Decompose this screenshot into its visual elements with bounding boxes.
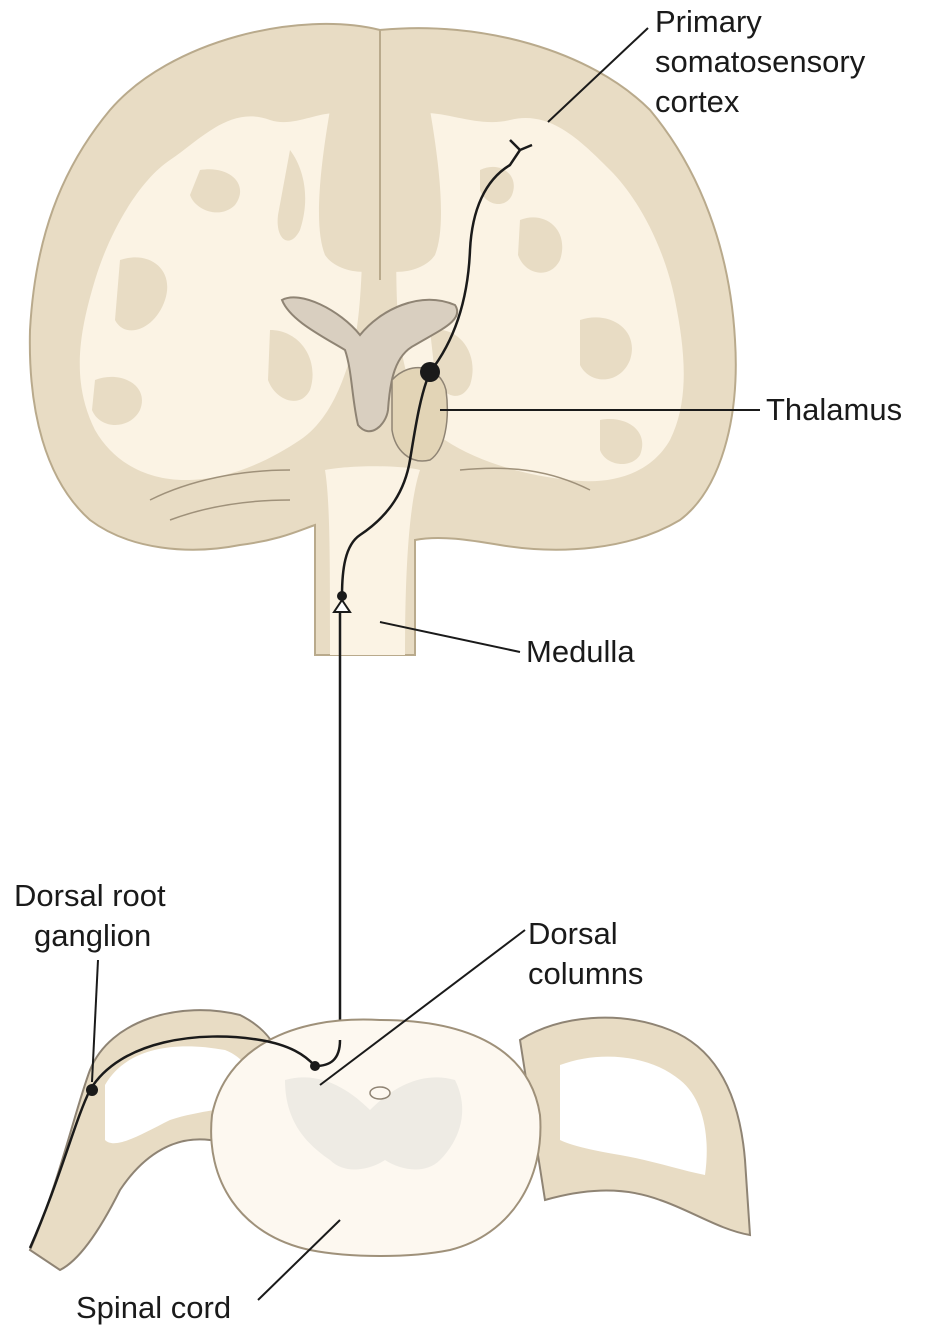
- spinal-cord-label: Spinal cord: [76, 1290, 231, 1325]
- central-canal: [370, 1087, 390, 1099]
- thalamus-body: [392, 368, 447, 461]
- spinal-cord-cross-section: [30, 1010, 750, 1270]
- dorsal-columns-label: Dorsal columns: [528, 916, 643, 991]
- dorsal-root-ganglion-cell: [86, 1084, 98, 1096]
- medulla-label: Medulla: [526, 634, 635, 669]
- brain-coronal-section: [30, 24, 736, 655]
- thalamus-label: Thalamus: [766, 392, 902, 427]
- dorsal-root-ganglion-label: Dorsal root ganglion: [14, 878, 174, 953]
- cortex-label: Primary somatosensory cortex: [655, 4, 874, 119]
